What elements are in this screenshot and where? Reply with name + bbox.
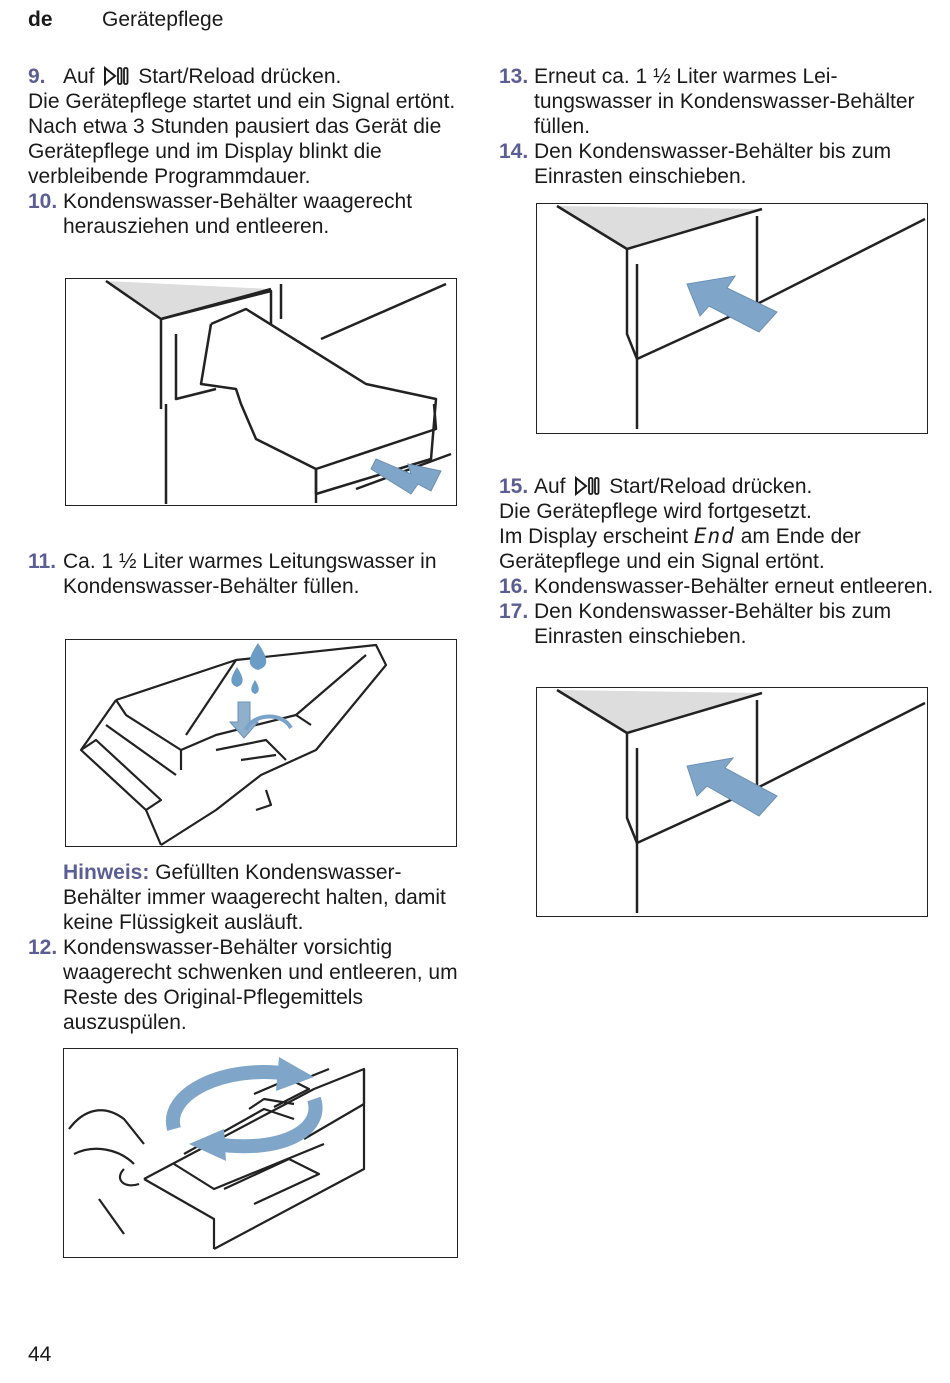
water-drop-icon (231, 643, 267, 694)
rotate-arrows-icon (165, 1065, 323, 1154)
step-15-post: Start/Reload drücken. (609, 475, 813, 498)
step-16: 16. Kondenswasser-Behälter erneut ent­le… (499, 574, 939, 599)
left-column-top: 9. Auf Start/Reload drücken. Die Gerätep… (28, 64, 468, 239)
pull-out-illustration (105, 279, 452, 504)
step-11: 11. Ca. 1 ½ Liter warmes Leitungswas­ser… (28, 549, 468, 599)
figure-insert-tank-1 (536, 203, 928, 434)
step-number: 14. (499, 140, 529, 163)
step-15: 15. Auf Start/Reload drücken. (499, 474, 939, 499)
step-number: 15. (499, 475, 529, 498)
figure-swirl-tank (63, 1048, 458, 1258)
right-column-bottom: 15. Auf Start/Reload drücken. Die Geräte… (499, 474, 939, 649)
section-title: Gerätepflege (102, 8, 224, 31)
step-15-line2: Die Gerätepflege wird fortgesetzt. (499, 500, 812, 523)
step-13-text: Erneut ca. 1 ½ Liter warmes Lei­tungswas… (534, 65, 915, 138)
step-15-line3-pre: Im Display erscheint (499, 525, 689, 548)
arrow-icon (228, 701, 260, 739)
step-12: 12. Kondenswasser-Behälter vorsichtig wa… (28, 935, 468, 1035)
insert-tank-illustration (556, 688, 926, 913)
fill-water-illustration (79, 643, 388, 846)
arrow-icon (686, 757, 778, 817)
swirl-illustration (68, 1057, 366, 1250)
step-14: 14. Den Kondenswasser-Behälter bis zum E… (499, 139, 939, 189)
left-column-step11: 11. Ca. 1 ½ Liter warmes Leitungswas­ser… (28, 549, 468, 599)
step-17: 17. Den Kondenswasser-Behälter bis zum E… (499, 599, 939, 649)
step-number: 10. (28, 190, 58, 213)
note-block: Hinweis: Gefüllten Kondenswasser-Behälte… (63, 860, 463, 935)
step-10: 10. Kondenswasser-Behälter waage­recht h… (28, 189, 468, 239)
language-code: de (28, 8, 53, 31)
insert-tank-illustration (556, 204, 926, 429)
left-column-note: Hinweis: Gefüllten Kondenswasser-Behälte… (63, 860, 463, 935)
step-9-pre: Auf (63, 65, 95, 88)
step-15-line3-post: am Ende der Gerätepflege und ein Signal … (499, 525, 861, 573)
start-reload-icon (104, 66, 129, 86)
arrow-icon (686, 275, 778, 333)
figure-fill-water (65, 639, 457, 847)
step-9: 9. Auf Start/Reload drücken. (28, 64, 468, 89)
step-10-text: Kondenswasser-Behälter waage­recht herau… (63, 190, 413, 238)
step-16-text: Kondenswasser-Behälter erneut ent­leeren… (534, 575, 934, 598)
step-13: 13. Erneut ca. 1 ½ Liter warmes Lei­tung… (499, 64, 939, 139)
step-15-line3: Im Display erscheint End am Ende der Ger… (499, 524, 939, 574)
step-number: 13. (499, 65, 529, 88)
step-9-line3: Nach etwa 3 Stunden pausiert das Gerät d… (28, 115, 442, 188)
step-9-post: Start/Reload drücken. (138, 65, 342, 88)
step-9-line2: Die Gerätepflege startet und ein Signal … (28, 90, 456, 113)
left-column-step12: 12. Kondenswasser-Behälter vorsichtig wa… (28, 935, 468, 1035)
display-end-text: End (693, 524, 735, 548)
arrow-icon (370, 458, 442, 495)
page-header: de Gerätepflege (28, 8, 223, 32)
right-column-top: 13. Erneut ca. 1 ½ Liter warmes Lei­tung… (499, 64, 939, 189)
step-number: 9. (28, 65, 46, 88)
figure-pull-out-tank (65, 278, 457, 506)
note-label: Hinweis: (63, 861, 150, 884)
step-15-pre: Auf (534, 475, 566, 498)
step-11-text: Ca. 1 ½ Liter warmes Leitungswas­ser in … (63, 550, 437, 598)
step-number: 12. (28, 936, 58, 959)
step-12-text: Kondenswasser-Behälter vorsichtig waager… (63, 936, 458, 1034)
step-number: 17. (499, 600, 529, 623)
page-number: 44 (28, 1343, 52, 1366)
figure-insert-tank-2 (536, 687, 928, 917)
step-14-text: Den Kondenswasser-Behälter bis zum Einra… (534, 140, 892, 188)
step-number: 16. (499, 575, 529, 598)
step-17-text: Den Kondenswasser-Behälter bis zum Einra… (534, 600, 892, 648)
start-reload-icon (575, 476, 600, 496)
step-number: 11. (28, 550, 57, 573)
note-text: Gefüllten Kondenswasser-Behälter immer w… (63, 861, 446, 934)
